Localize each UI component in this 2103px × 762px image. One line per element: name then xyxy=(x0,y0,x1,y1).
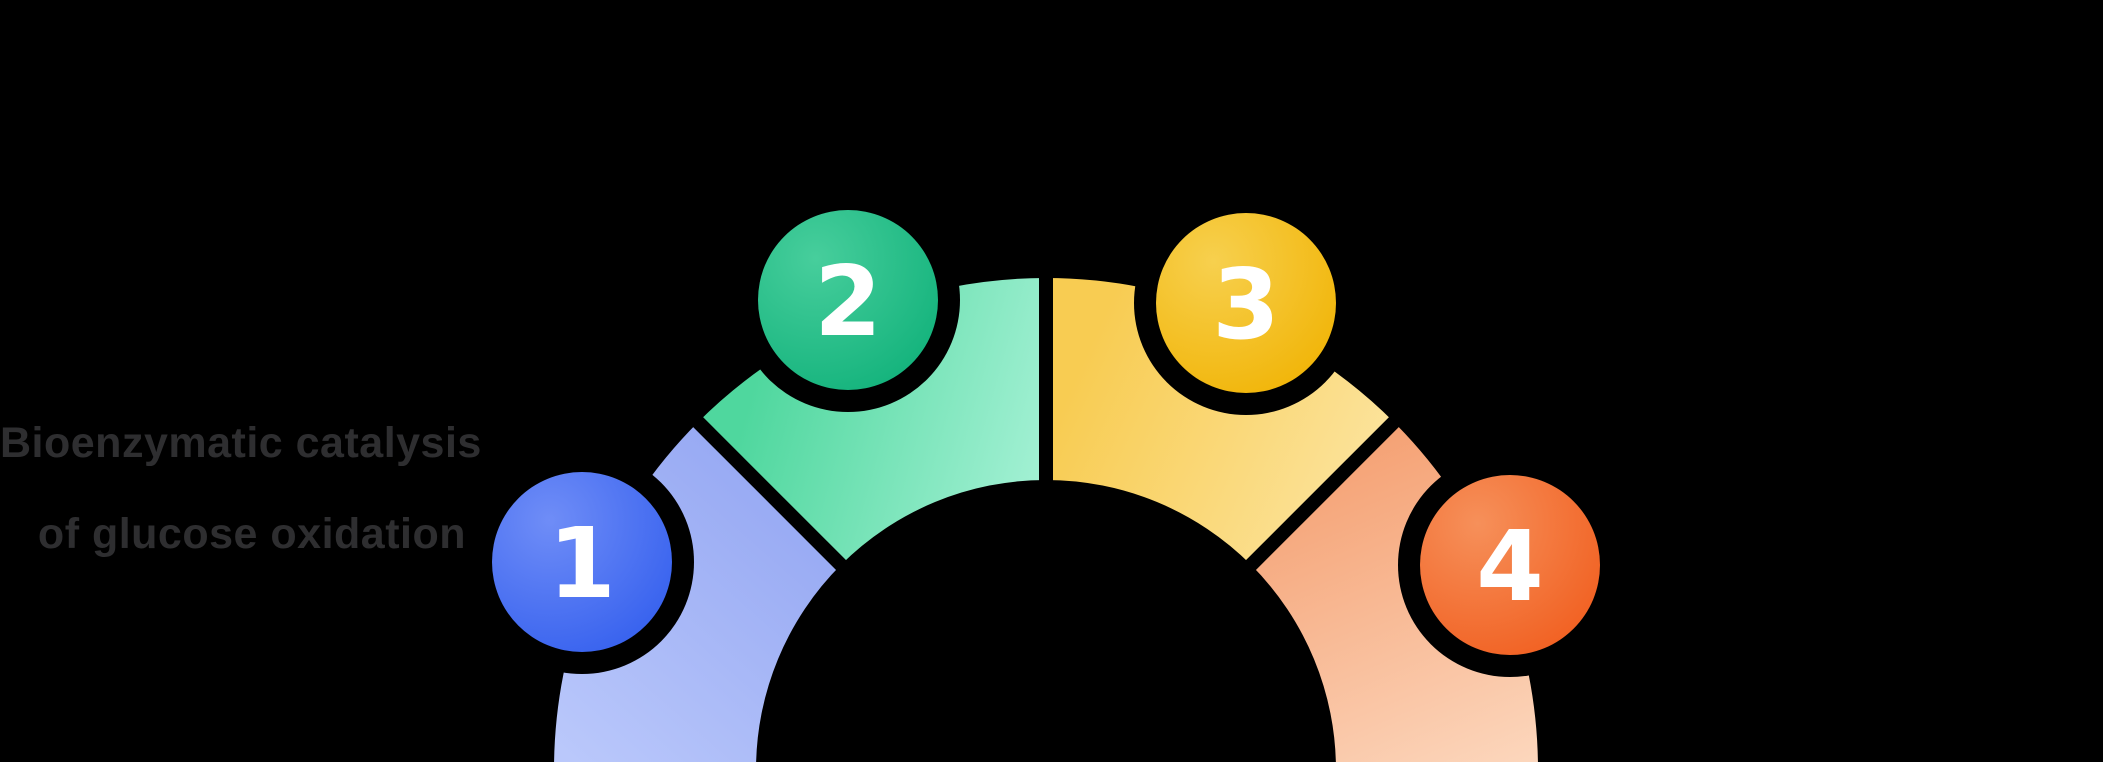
step-4-number: 4 xyxy=(1476,510,1544,623)
step-2-number: 2 xyxy=(814,245,882,358)
step-3-marker: 3 xyxy=(1134,191,1358,415)
step-4-circle xyxy=(1420,475,1600,655)
step-1-circle xyxy=(492,472,672,652)
segment-divider-45 xyxy=(1232,403,1413,584)
step-2-circle xyxy=(758,210,938,390)
segment-2-arc xyxy=(698,278,1046,565)
step-1-marker: 1 xyxy=(470,450,694,674)
step-1-number: 1 xyxy=(548,507,616,620)
segment-3-arc xyxy=(1046,278,1394,565)
diagram-title-line2: of glucose oxidation xyxy=(37,510,466,558)
segment-4-arc xyxy=(1251,422,1538,762)
step-2-marker: 2 xyxy=(736,188,960,412)
diagram-title: Bioenzymatic catalysis of glucose oxidat… xyxy=(0,398,482,580)
segment-gaps xyxy=(679,258,1413,584)
step-3-number: 3 xyxy=(1212,248,1280,361)
step-4-marker: 4 xyxy=(1398,453,1622,677)
segment-divider-135 xyxy=(679,403,860,584)
step-circles: 1 2 3 4 xyxy=(470,188,1622,677)
step-3-circle xyxy=(1156,213,1336,393)
arc-segments xyxy=(554,278,1538,762)
diagram-title-line1: Bioenzymatic catalysis xyxy=(0,419,482,467)
segment-1-arc xyxy=(554,422,841,762)
